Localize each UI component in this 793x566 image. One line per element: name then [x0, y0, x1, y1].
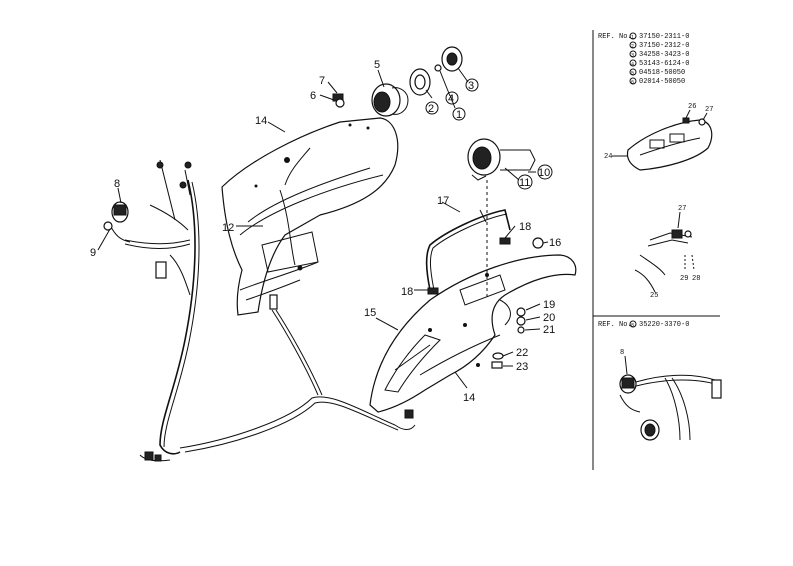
- ref-block-2: REF. No. 8 35220-3370-0: [598, 320, 689, 329]
- wiring-harness: [124, 147, 416, 462]
- label-18-top: 18: [519, 221, 531, 233]
- label-5: 5: [374, 59, 380, 71]
- ref-number-2: 35220-3370-0: [639, 321, 689, 329]
- ignition-switch: [103, 161, 192, 243]
- label-8: 8: [114, 178, 120, 190]
- label-circled-10: 10: [538, 167, 550, 179]
- ref-prefix-2: REF. No.: [598, 321, 632, 329]
- inset-mid-label-29: 29: [680, 275, 688, 283]
- label-22: 22: [516, 347, 528, 359]
- label-20: 20: [543, 312, 555, 324]
- svg-text:02014-50050: 02014-50050: [639, 78, 685, 86]
- inset-mid-label-28: 28: [692, 275, 700, 283]
- label-18-bottom: 18: [401, 286, 413, 298]
- ref-entry-2: 2 37150-2312-0: [629, 41, 689, 50]
- ref-block-1: REF. No. 1 37150-2311-0 2 37150-2312-0 3…: [598, 32, 689, 86]
- label-circled-11: 11: [519, 177, 530, 189]
- svg-text:4: 4: [631, 62, 634, 68]
- label-circled-1: 1: [456, 109, 462, 121]
- circled-labels: 3 2 4 1 11 10: [425, 78, 553, 190]
- inset-mid-label-27: 27: [678, 205, 686, 213]
- label-21: 21: [543, 324, 555, 336]
- svg-text:6: 6: [631, 80, 634, 86]
- label-12: 12: [222, 222, 234, 234]
- ref-mark-2: 8: [631, 323, 634, 329]
- ref-prefix-1: REF. No.: [598, 33, 632, 41]
- svg-text:53143-6124-0: 53143-6124-0: [639, 60, 689, 68]
- label-14-right: 14: [463, 392, 475, 404]
- inset-top: 26 27 24: [604, 103, 713, 171]
- svg-text:3: 3: [631, 53, 634, 59]
- svg-text:2: 2: [631, 44, 634, 50]
- rear-fender: [369, 254, 577, 413]
- label-circled-2: 2: [428, 103, 434, 115]
- label-circled-4: 4: [448, 93, 454, 105]
- svg-text:37150-2311-0: 37150-2311-0: [639, 33, 689, 41]
- inset-middle: 27 25 29 28: [634, 205, 700, 300]
- inset-bottom: 8: [619, 349, 722, 441]
- label-circled-3: 3: [468, 80, 474, 92]
- svg-text:37150-2312-0: 37150-2312-0: [639, 42, 689, 50]
- tail-light-assembly: [467, 138, 536, 181]
- svg-text:34258-3423-0: 34258-3423-0: [639, 51, 689, 59]
- svg-text:04518-50050: 04518-50050: [639, 69, 685, 77]
- ref-entry-5: 5 04518-50050: [629, 68, 685, 77]
- label-9: 9: [90, 247, 96, 259]
- svg-text:1: 1: [631, 35, 634, 41]
- label-23: 23: [516, 361, 528, 373]
- headlight-assembly: [332, 46, 463, 117]
- label-16: 16: [549, 237, 561, 249]
- label-7: 7: [319, 75, 325, 87]
- ref-entry-4: 4 53143-6124-0: [629, 59, 689, 68]
- inset-top-label-26: 26: [688, 103, 696, 111]
- inset-bottom-label-8: 8: [620, 349, 624, 357]
- label-19: 19: [543, 299, 555, 311]
- ref-entry-6: 6 02014-50050: [629, 77, 685, 86]
- label-17: 17: [437, 195, 449, 207]
- ref-entry-3: 3 34258-3423-0: [629, 50, 689, 59]
- inset-top-label-24: 24: [604, 153, 612, 161]
- main-labels: 5 7 6 14 12 8 9 17 18 16 18 15 14 19 20 …: [90, 59, 561, 404]
- label-6: 6: [310, 90, 316, 102]
- inset-top-label-27: 27: [705, 106, 713, 114]
- ref-entry-1: 1 37150-2311-0: [629, 32, 689, 41]
- inset-mid-label-25: 25: [650, 292, 658, 300]
- main-leader-lines: [97, 67, 549, 389]
- left-fender-shield: [221, 117, 399, 316]
- label-14-left: 14: [255, 115, 267, 127]
- svg-text:5: 5: [631, 71, 634, 77]
- label-15: 15: [364, 307, 376, 319]
